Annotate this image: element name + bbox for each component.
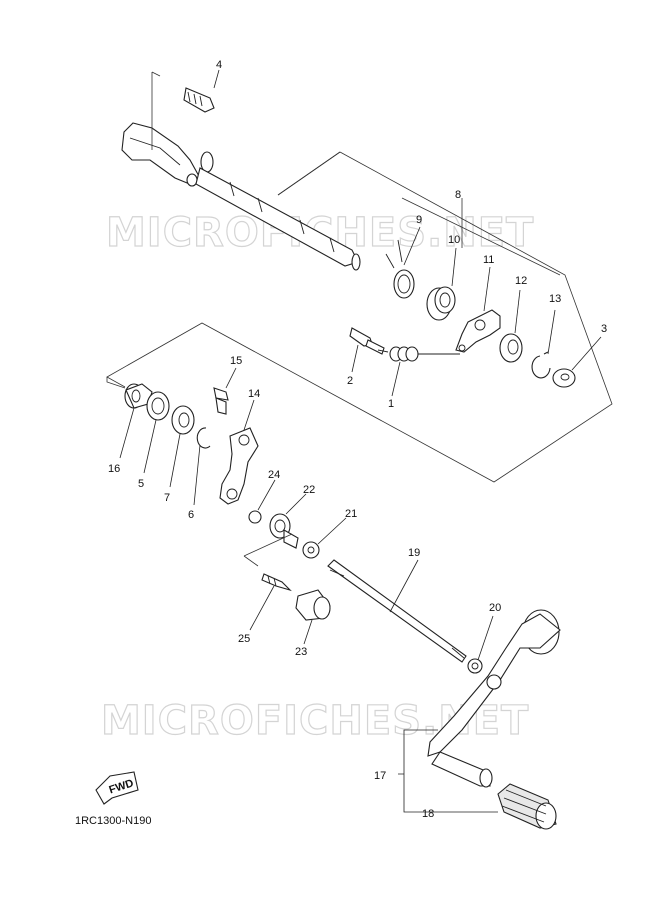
shift-rod-part-19[interactable] — [327, 559, 467, 663]
diagram-code: 1RC1300-N190 — [75, 815, 151, 827]
callout-17: 17 — [374, 770, 386, 782]
leader-14 — [243, 399, 255, 431]
leader-7 — [169, 433, 181, 488]
shift-shaft[interactable] — [121, 122, 361, 271]
callout-6: 6 — [188, 509, 194, 521]
callout-12: 12 — [515, 275, 527, 287]
group-outline-lower — [106, 377, 126, 389]
washer-part-7[interactable] — [171, 405, 195, 435]
guide-line-lower — [243, 533, 293, 567]
leader-10 — [451, 247, 457, 287]
boot-part-23[interactable] — [295, 589, 331, 621]
callout-14: 14 — [248, 388, 260, 400]
washer-part-24[interactable] — [248, 510, 262, 524]
shift-pedal-part-17[interactable] — [427, 609, 561, 788]
callout-25: 25 — [238, 633, 250, 645]
leader-24 — [257, 479, 276, 511]
circlip-part-13[interactable] — [531, 351, 551, 379]
callout-21: 21 — [345, 508, 357, 520]
callout-18: 18 — [422, 808, 434, 820]
callout-24: 24 — [268, 469, 280, 481]
washer-part-12[interactable] — [499, 333, 523, 363]
bolt-part-25[interactable] — [261, 573, 292, 592]
bracket-17-18 — [398, 729, 498, 813]
callout-11: 11 — [483, 254, 494, 266]
leader-3 — [571, 336, 602, 371]
leader-12 — [514, 289, 521, 334]
rod-end-part-22[interactable] — [269, 513, 299, 549]
arm-part-14[interactable] — [219, 427, 259, 505]
seal-part-5[interactable] — [146, 391, 170, 421]
callout-15: 15 — [230, 355, 242, 367]
leader-25 — [249, 585, 275, 631]
leader-4 — [213, 69, 220, 89]
leader-22 — [285, 493, 307, 515]
leader-19 — [389, 559, 419, 613]
callout-4: 4 — [216, 59, 222, 71]
leader-13 — [547, 309, 556, 355]
pedal-rubber-part-18[interactable] — [497, 783, 557, 830]
fwd-arrow-icon: FWD — [95, 771, 139, 805]
leader-23 — [303, 619, 313, 645]
leader-16 — [119, 407, 135, 459]
leader-2 — [351, 344, 359, 373]
spring-part-1[interactable] — [377, 346, 460, 362]
washer-part-3[interactable] — [552, 368, 576, 388]
leader-1 — [391, 361, 401, 397]
leader-15 — [225, 367, 237, 389]
circlip-part-6[interactable] — [196, 427, 211, 449]
callout-5: 5 — [138, 478, 144, 490]
callout-23: 23 — [295, 646, 307, 658]
callout-8: 8 — [455, 189, 461, 201]
callout-1: 1 — [388, 398, 394, 410]
nut-part-20[interactable] — [467, 658, 483, 674]
leader-11 — [483, 266, 491, 312]
callout-10: 10 — [448, 234, 460, 246]
callout-19: 19 — [408, 547, 420, 559]
plate-part-11[interactable] — [455, 309, 501, 353]
callout-20: 20 — [489, 602, 501, 614]
callout-22: 22 — [303, 484, 315, 496]
callout-7: 7 — [164, 492, 170, 504]
spring-part-9[interactable] — [385, 239, 415, 299]
leader-9 — [403, 226, 421, 266]
bracket-part-8 — [401, 197, 561, 276]
leader-21 — [317, 517, 347, 545]
bolt-part-15[interactable] — [213, 387, 229, 415]
collar-part-10[interactable] — [426, 286, 456, 321]
callout-3: 3 — [601, 323, 607, 335]
callout-16: 16 — [108, 463, 120, 475]
callout-9: 9 — [416, 214, 422, 226]
nut-part-21[interactable] — [302, 541, 320, 559]
leader-4-top — [151, 71, 161, 77]
callout-13: 13 — [549, 293, 561, 305]
callout-2: 2 — [347, 375, 353, 387]
bearing-part-16[interactable] — [124, 383, 153, 409]
leader-6 — [193, 444, 201, 506]
leader-20 — [477, 615, 494, 661]
bolt-part-4[interactable] — [183, 87, 215, 113]
leader-5 — [143, 419, 157, 474]
